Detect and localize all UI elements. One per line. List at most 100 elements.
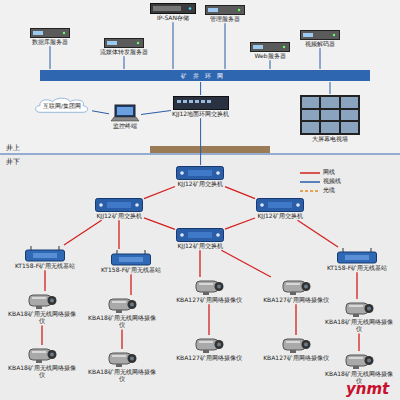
node-label: 流媒体转发服务器: [100, 48, 148, 55]
legend: 网线视频线光缆: [300, 168, 341, 195]
node-label: KBA18矿用无线网络摄像仪: [88, 314, 156, 328]
legend-label: 视频线: [323, 177, 341, 186]
node-label: 视频解码器: [305, 40, 335, 47]
node-label: KJJ12矿用交换机: [177, 242, 222, 249]
camera-box: KBA18矿用无线网络摄像仪: [88, 296, 156, 328]
legend-label: 光缆: [323, 186, 335, 195]
camera-box: KBA18矿用无线网络摄像仪: [8, 346, 76, 378]
node-label: Web服务器: [254, 52, 285, 59]
switch-box: KJJ12矿用交换机: [176, 228, 224, 249]
device-icon: [106, 350, 138, 368]
server-box: 流媒体转发服务器: [100, 38, 148, 55]
node-label: 管理服务器: [210, 15, 240, 22]
node-label: 数据库服务器: [32, 38, 68, 45]
base-station-box: KT158-F矿用无线基站: [96, 250, 166, 273]
node-label: KBA127矿用网络摄像仪: [263, 354, 329, 361]
device-icon: [30, 28, 70, 38]
legend-sample: [300, 170, 320, 176]
node-label: KBA18矿用无线网络摄像仪: [88, 368, 156, 382]
node-label: KBA18矿用无线网络摄像仪: [8, 364, 76, 378]
node-label: KBA18矿用无线网络摄像仪: [325, 318, 393, 332]
camera-box: KBA18矿用无线网络摄像仪: [8, 292, 76, 324]
earth-strip: [150, 146, 270, 153]
server-box: 管理服务器: [205, 5, 245, 22]
connector: [118, 220, 119, 249]
node-label: KBA127矿用网络摄像仪: [176, 354, 242, 361]
connector: [144, 218, 175, 229]
connector: [124, 56, 125, 69]
connector: [221, 250, 271, 277]
node-label: KT158-F矿用无线基站: [327, 264, 387, 271]
node-label: KT158-F矿用无线基站: [15, 262, 75, 269]
node-label: KJJ12地面环网交换机: [172, 110, 229, 117]
node-label: IP-SAN存储: [157, 14, 189, 21]
connector: [330, 82, 331, 94]
cloud-shape: 互联网/集团网: [33, 96, 91, 115]
device-icon: [111, 250, 151, 266]
connector: [225, 218, 255, 229]
video-wall-box: 大屏幕电视墙: [300, 95, 360, 142]
switch-box: KJJ12矿用交换机: [256, 198, 304, 219]
node-label: KBA127矿用网络摄像仪: [263, 296, 329, 303]
device-icon: [343, 300, 375, 318]
node-label: 互联网/集团网: [43, 102, 81, 109]
device-icon: [150, 3, 196, 14]
camera-box: KBA127矿用网络摄像仪: [175, 336, 243, 361]
connector: [356, 272, 357, 299]
connector: [44, 270, 45, 291]
connector: [298, 220, 339, 247]
node-label: KBA127矿用网络摄像仪: [176, 296, 242, 303]
surface-ground: [0, 0, 400, 153]
node-label: 矿井环网: [181, 72, 229, 79]
camera-box: KBA18矿用无线网络摄像仪: [88, 350, 156, 382]
camera-box: KBA127矿用网络摄像仪: [175, 278, 243, 303]
base-station-box: KT158-F矿用无线基站: [10, 246, 80, 269]
legend-sample: [300, 179, 320, 185]
connector: [199, 250, 200, 277]
connector: [50, 46, 51, 69]
storage-box: IP-SAN存储: [150, 3, 196, 21]
device-icon: [280, 336, 312, 354]
device-icon: [205, 5, 245, 15]
device-icon: [193, 336, 225, 354]
server-box: Web服务器: [250, 42, 290, 59]
connector: [64, 220, 102, 245]
ring-network-band: 矿井环网: [40, 70, 370, 81]
legend-label: 网线: [323, 168, 335, 177]
legend-row: 光缆: [300, 186, 341, 195]
terminal-box: 监控终端: [110, 104, 140, 129]
legend-sample: [300, 188, 320, 194]
node-label: KBA18矿用无线网络摄像仪: [8, 310, 76, 324]
camera-box: KBA18矿用无线网络摄像仪: [325, 352, 393, 384]
device-icon: [104, 38, 144, 48]
connector: [270, 60, 271, 69]
legend-row: 网线: [300, 168, 341, 177]
device-icon: [176, 166, 224, 180]
device-icon: [176, 228, 224, 242]
connector: [144, 187, 175, 199]
connector: [225, 23, 226, 69]
connector: [173, 22, 174, 69]
node-label: KT158-F矿用无线基站: [101, 266, 161, 273]
base-station-box: KT158-F矿用无线基站: [322, 248, 392, 271]
connector: [320, 48, 321, 69]
node-label: KJJ12矿用交换机: [96, 212, 141, 219]
switch-box: KJJ12矿用交换机: [176, 166, 224, 187]
connector: [200, 118, 201, 165]
switch-box: KJJ12矿用交换机: [95, 198, 143, 219]
node-label: 大屏幕电视墙: [312, 135, 348, 142]
legend-row: 视频线: [300, 177, 341, 186]
switch-box: KJJ12地面环网交换机: [172, 96, 229, 117]
node-label: 监控终端: [113, 122, 137, 129]
server-box: 数据库服务器: [30, 28, 70, 45]
device-icon: [343, 352, 375, 370]
device-icon: [26, 346, 58, 364]
device-icon: [26, 292, 58, 310]
device-icon: [25, 246, 65, 262]
device-icon: [300, 95, 360, 135]
region-label: 井上: [6, 143, 20, 153]
connector: [121, 329, 122, 349]
device-icon: [300, 30, 340, 40]
connector: [92, 111, 109, 114]
connector: [41, 325, 42, 345]
